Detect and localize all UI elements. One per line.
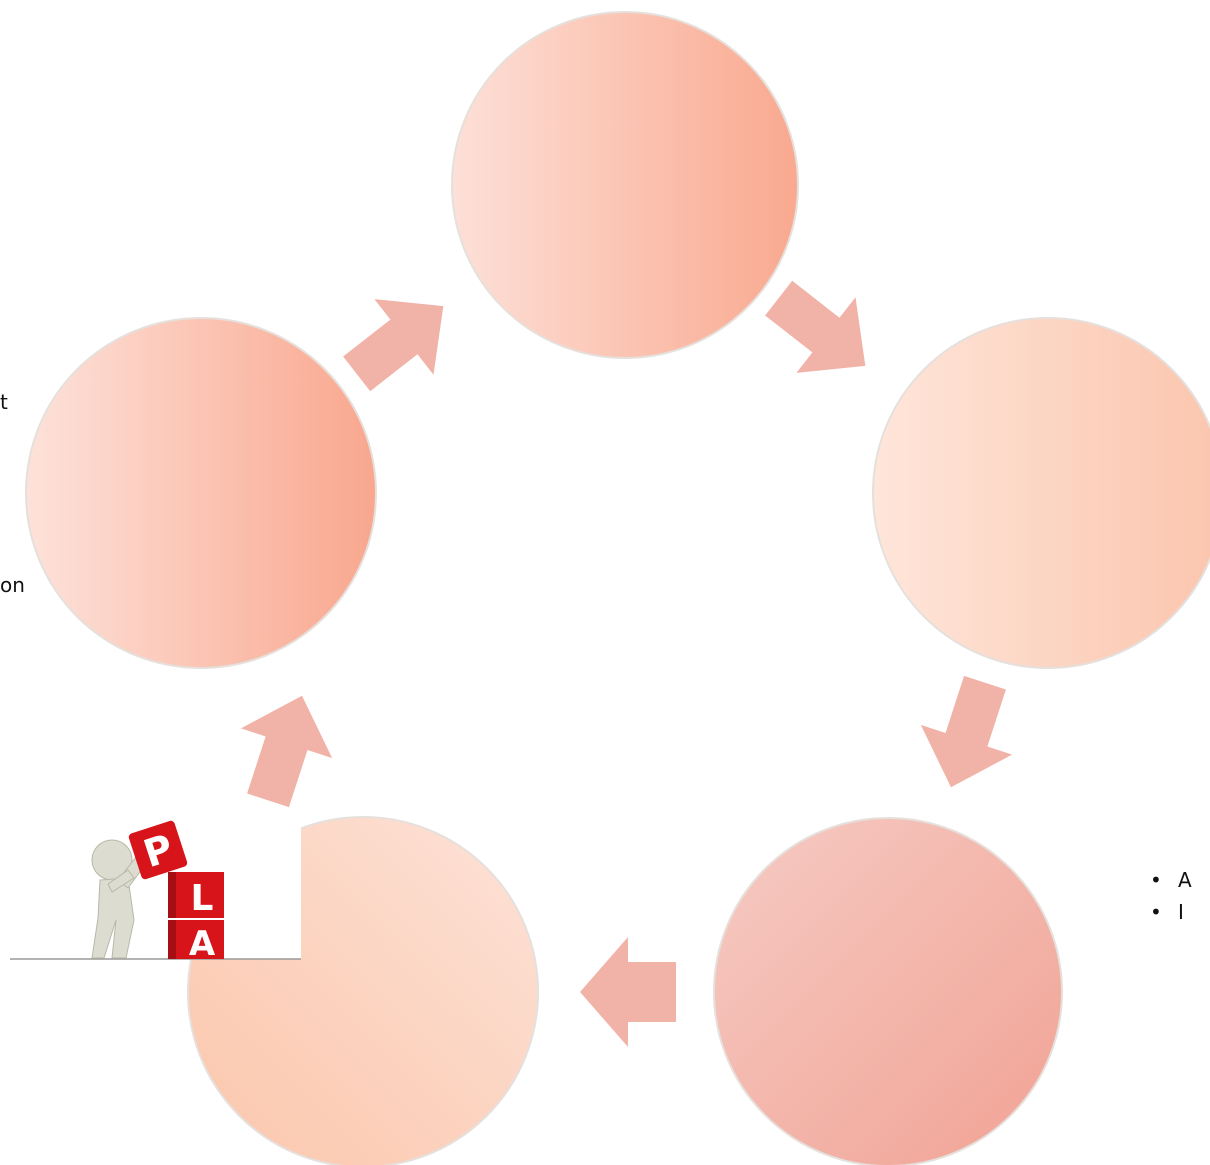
arrow-bottom-right-to-bottom-left [580, 937, 676, 1047]
cycle-node-left [26, 318, 376, 668]
arrow-left-to-top [327, 268, 473, 411]
arrow-right-to-bottom-right [905, 668, 1030, 802]
cycle-node-bottom-right [714, 818, 1062, 1165]
plan-blocks-clipart: P L A [10, 820, 301, 964]
bullet-marker: • [1150, 868, 1178, 892]
left-edge-text-fragment-2: on [0, 575, 25, 595]
bullet-text: A [1178, 868, 1198, 892]
bullet-text: I [1178, 900, 1198, 924]
bullet-marker: • [1150, 900, 1178, 924]
block-a: A [168, 920, 224, 964]
cycle-node-right [873, 318, 1210, 668]
cycle-node-top [452, 12, 798, 358]
block-l-letter: L [191, 878, 214, 919]
arrow-bottom-left-to-left [222, 681, 347, 815]
right-bullet-item: •I [1150, 900, 1198, 924]
arrow-top-to-right [749, 260, 895, 403]
block-l: L [168, 872, 224, 919]
right-bullet-item: •A [1150, 868, 1198, 892]
left-edge-text-fragment-1: t [0, 392, 8, 412]
block-a-letter: A [189, 924, 216, 964]
